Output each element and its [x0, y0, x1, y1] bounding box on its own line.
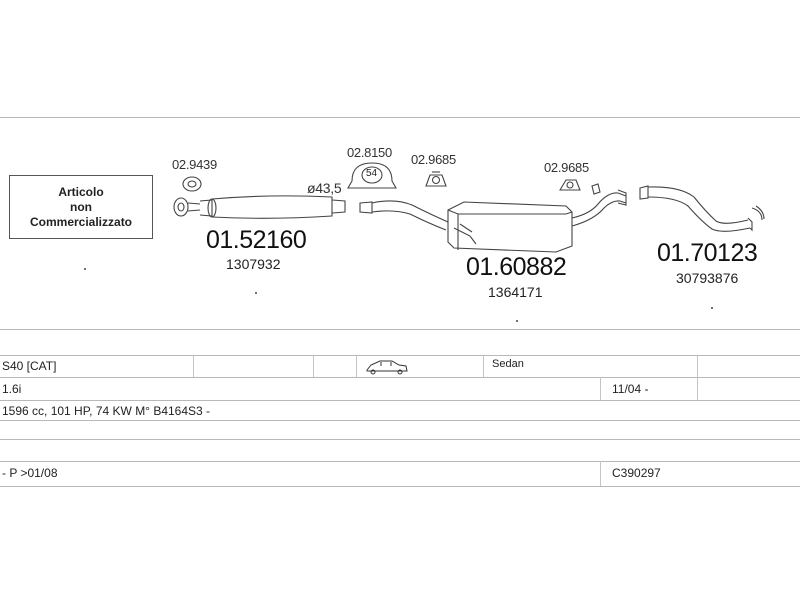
catalog-code: C390297: [612, 466, 661, 480]
production-date: 11/04 -: [612, 382, 649, 396]
table-border-2: [0, 355, 800, 356]
part-code-hanger-1[interactable]: 02.9685: [411, 152, 456, 167]
not-available-line2: non: [70, 199, 92, 214]
table-border-3: [0, 377, 800, 378]
clamp-size-label: 54: [366, 168, 378, 179]
exhaust-system-drawing: [173, 162, 765, 253]
part-number-front-silencer[interactable]: 01.52160: [206, 226, 307, 254]
col-divider: [697, 355, 698, 377]
not-available-line1: Articolo: [58, 184, 104, 199]
part-number-rear-silencer[interactable]: 01.70123: [657, 239, 758, 267]
col-divider: [193, 355, 194, 377]
col-divider: [356, 355, 357, 377]
vehicle-model: S40 [CAT]: [2, 359, 57, 373]
col-divider: [600, 461, 601, 486]
table-border-7: [0, 461, 800, 462]
middle-silencer-shape: [447, 189, 627, 253]
table-border-4: [0, 400, 800, 401]
front-silencer-shape: [173, 195, 346, 219]
table-border-1: [0, 329, 800, 330]
col-divider: [697, 377, 698, 400]
diagram-top-border: [0, 117, 800, 118]
not-available-line3: Commercializzato: [29, 214, 133, 229]
marker-dot: [84, 268, 86, 270]
part-code-clamp[interactable]: 02.8150: [347, 145, 392, 160]
marker-dot: [711, 307, 713, 309]
table-border-6: [0, 439, 800, 440]
rubber-hanger-icon: [559, 179, 601, 195]
intermediate-pipe-shape: [359, 200, 449, 231]
engine-specs: 1596 cc, 101 HP, 74 KW M° B4164S3 -: [2, 404, 211, 418]
table-border-5: [0, 420, 800, 421]
oem-number-middle-silencer: 1364171: [488, 284, 543, 300]
pipe-clamp-icon: [347, 162, 397, 189]
marker-dot: [255, 292, 257, 294]
body-type: Sedan: [492, 358, 524, 370]
part-code-flange[interactable]: 02.9439: [172, 157, 217, 172]
rear-silencer-shape: [639, 185, 765, 232]
not-available-box: Articolo non Commercializzato: [9, 175, 153, 239]
fitment-note: - P >01/08: [2, 466, 58, 480]
marker-dot: [516, 320, 518, 322]
col-divider: [600, 377, 601, 400]
diameter-label: ø43,5: [307, 180, 342, 196]
rubber-hanger-icon: [425, 171, 447, 187]
table-border-8: [0, 486, 800, 487]
flange-gasket-icon: [182, 176, 202, 192]
col-divider: [313, 355, 314, 377]
col-divider: [483, 355, 484, 377]
oem-number-rear-silencer: 30793876: [676, 270, 739, 286]
part-number-middle-silencer[interactable]: 01.60882: [466, 253, 567, 281]
oem-number-front-silencer: 1307932: [226, 256, 281, 272]
engine-type: 1.6i: [2, 382, 22, 396]
part-code-hanger-2[interactable]: 02.9685: [544, 160, 589, 175]
